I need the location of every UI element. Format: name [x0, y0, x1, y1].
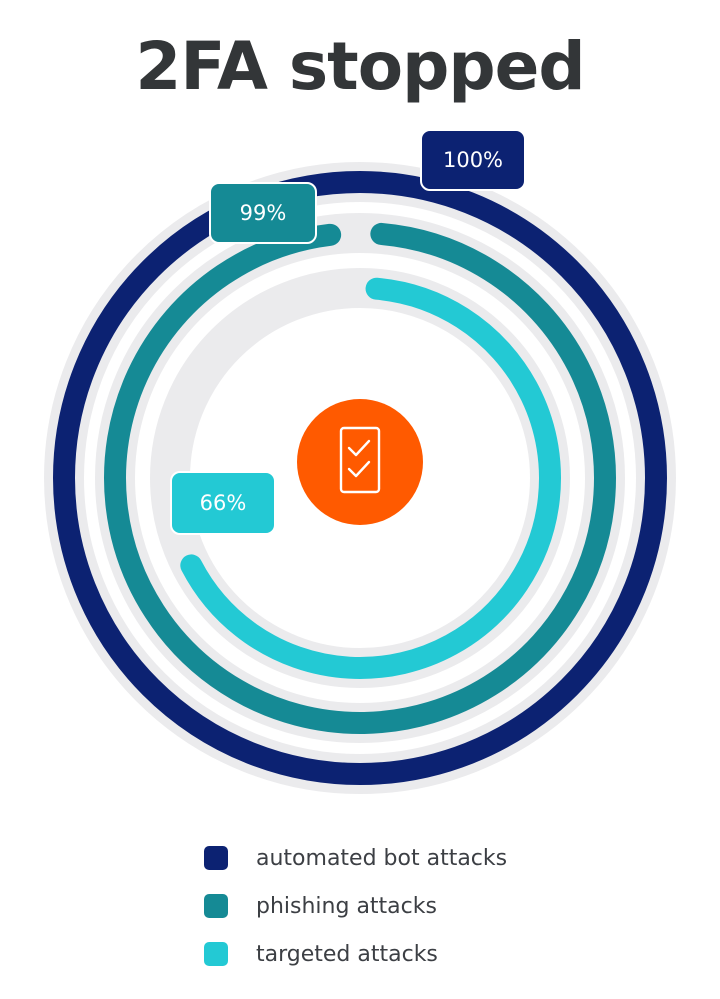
value-label-text: 99% [240, 201, 287, 225]
value-label-box [209, 182, 317, 244]
value-label-text: 100% [443, 148, 503, 172]
chart-arcs [53, 171, 667, 785]
arc-targeted-attacks [180, 277, 561, 679]
legend-swatch [204, 894, 228, 918]
chart-title: 2FA stopped [135, 28, 585, 105]
legend-item-automated-bot-attacks: automated bot attacks [204, 834, 507, 882]
value-label-text: 66% [200, 491, 247, 515]
value-label-targeted-attacks: 66% [170, 471, 276, 535]
value-label-box [420, 129, 526, 191]
legend-label: phishing attacks [256, 893, 437, 919]
arc-phishing-attacks [104, 222, 616, 734]
value-label-phishing-attacks: 99% [209, 182, 317, 244]
chart-legend: automated bot attacks phishing attacks t… [204, 834, 507, 978]
legend-item-phishing-attacks: phishing attacks [204, 882, 507, 930]
phone-checklist-icon [339, 426, 381, 494]
arc-automated-bot-attacks [53, 171, 667, 785]
legend-swatch [204, 942, 228, 966]
legend-swatch [204, 846, 228, 870]
value-label-box [170, 471, 276, 535]
legend-item-targeted-attacks: targeted attacks [204, 930, 507, 978]
legend-label: targeted attacks [256, 941, 438, 967]
legend-label: automated bot attacks [256, 845, 508, 871]
chart-value-labels: 100% 99% 66% [170, 129, 526, 535]
center-circle [297, 399, 423, 525]
center-badge [297, 399, 423, 525]
value-label-automated-bot-attacks: 100% [420, 129, 526, 191]
